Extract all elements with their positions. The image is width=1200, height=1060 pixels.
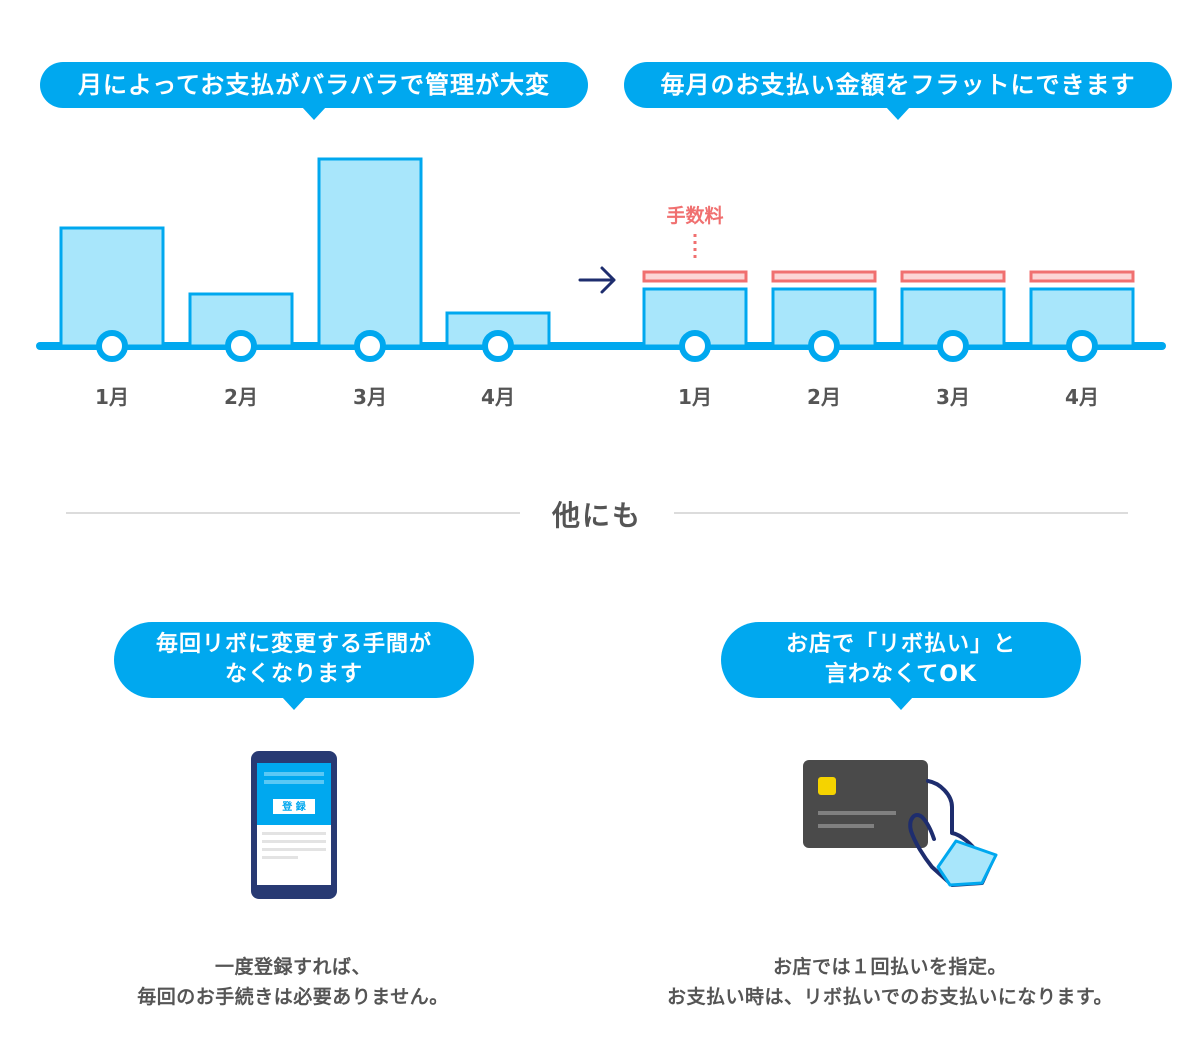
divider-label: 他にも	[551, 499, 642, 532]
feature-bubble-2-line-2: 言わなくてOK	[824, 662, 978, 687]
right-tick-label-1: 1月	[678, 385, 712, 409]
feature-bubble-2: お店で「リボ払い」と 言わなくてOK	[721, 622, 1081, 710]
feature-bubble-1: 毎回リボに変更する手間が なくなります	[114, 622, 474, 710]
fee-label: 手数料	[666, 204, 723, 227]
right-fee-bar-4	[1029, 270, 1135, 283]
register-button-label: 登 録	[281, 800, 306, 813]
smartphone-icon: 登 録	[251, 751, 337, 899]
right-axis-dot-4	[1066, 330, 1098, 362]
left-bubble-text: 月によってお支払がバラバラで管理が大変	[77, 71, 551, 99]
left-tick-label-3: 3月	[353, 385, 387, 409]
left-axis-dot-3	[354, 330, 386, 362]
left-axis-dot-1	[96, 330, 128, 362]
right-tick-label-2: 2月	[807, 385, 841, 409]
left-axis-dot-4	[482, 330, 514, 362]
right-bubble: 毎月のお支払い金額をフラットにできます	[624, 62, 1172, 120]
divider-line-right	[674, 512, 1128, 514]
left-axis-dot-2	[225, 330, 257, 362]
feature-caption-2: お店では１回払いを指定。 お支払い時は、リボ払いでのお支払いになります。	[620, 952, 1160, 1012]
right-axis-dot-3	[937, 330, 969, 362]
left-bar-1	[59, 226, 165, 348]
right-axis-dot-1	[679, 330, 711, 362]
right-axis-dot-2	[808, 330, 840, 362]
right-fee-bar-3	[900, 270, 1006, 283]
feature-caption-1: 一度登録すれば、 毎回のお手続きは必要ありません。	[60, 952, 526, 1012]
feature-caption-1-line-2: 毎回のお手続きは必要ありません。	[137, 986, 449, 1008]
left-bubble: 月によってお支払がバラバラで管理が大変	[40, 62, 588, 120]
credit-card-hand-icon	[803, 760, 998, 887]
left-tick-label-4: 4月	[481, 385, 515, 409]
feature-bubble-2-line-1: お店で「リボ払い」と	[785, 632, 1016, 657]
right-bubble-text: 毎月のお支払い金額をフラットにできます	[660, 71, 1136, 99]
right-tick-label-4: 4月	[1065, 385, 1099, 409]
feature-bubble-1-line-2: なくなります	[224, 662, 363, 687]
divider-line-left	[66, 512, 520, 514]
right-fee-bar-1	[642, 270, 748, 283]
left-bar-4	[445, 311, 551, 348]
right-fee-bar-2	[771, 270, 877, 283]
arrow-right-icon	[578, 266, 616, 294]
right-tick-label-3: 3月	[936, 385, 970, 409]
feature-caption-2-line-1: お店では１回払いを指定。	[772, 956, 1007, 978]
feature-bubble-1-line-1: 毎回リボに変更する手間が	[155, 632, 432, 657]
feature-caption-2-line-2: お支払い時は、リボ払いでのお支払いになります。	[666, 986, 1114, 1008]
left-tick-label-2: 2月	[224, 385, 258, 409]
payment-chart: 1月 2月 3月 4月 1月 2月 3月 4月 手数料	[36, 157, 1166, 409]
left-tick-label-1: 1月	[95, 385, 129, 409]
left-bar-3	[317, 157, 423, 348]
feature-caption-1-line-1: 一度登録すれば、	[214, 956, 371, 978]
